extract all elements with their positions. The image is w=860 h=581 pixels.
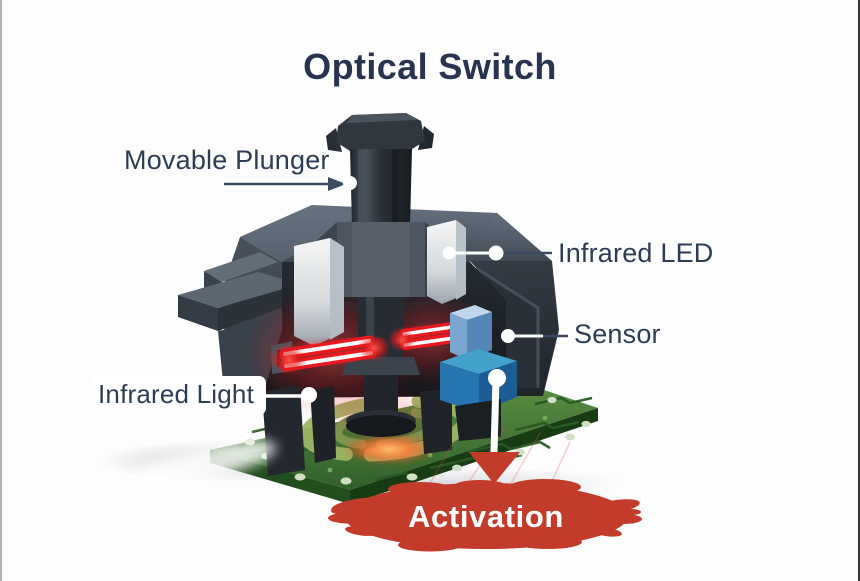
label-movable-plunger: Movable Plunger	[124, 145, 330, 175]
callout-dot	[501, 329, 515, 343]
callout-sensor	[501, 329, 568, 343]
callout-dot	[442, 246, 456, 260]
callout-movable-plunger	[224, 176, 357, 191]
infrared-led-pillar-left	[294, 238, 344, 346]
label-activation: Activation	[408, 499, 564, 534]
page-title: Optical Switch	[303, 46, 557, 87]
label-sensor: Sensor	[574, 319, 661, 349]
activation-splash	[328, 479, 642, 552]
infrared-led-pillar-right	[427, 220, 466, 304]
right-border-line	[858, 0, 860, 581]
highlight-swoosh	[135, 440, 277, 486]
sensor-component	[440, 305, 517, 441]
pcb-glow-spot	[342, 434, 436, 464]
plunger	[326, 113, 434, 226]
callout-dot	[343, 176, 357, 190]
infrared-beam-left	[271, 333, 391, 375]
callout-infrared-led	[442, 245, 552, 261]
label-infrared-led: Infrared LED	[558, 238, 714, 268]
down-arrowhead-icon	[469, 452, 520, 484]
callout-infrared-light	[266, 387, 317, 403]
activation-arrow	[469, 369, 520, 484]
label-infrared-light: Infrared Light	[90, 376, 267, 415]
callout-dot	[488, 245, 504, 261]
left-border-line	[0, 0, 2, 581]
callout-dot	[301, 387, 317, 403]
arrowhead-icon	[328, 177, 346, 191]
